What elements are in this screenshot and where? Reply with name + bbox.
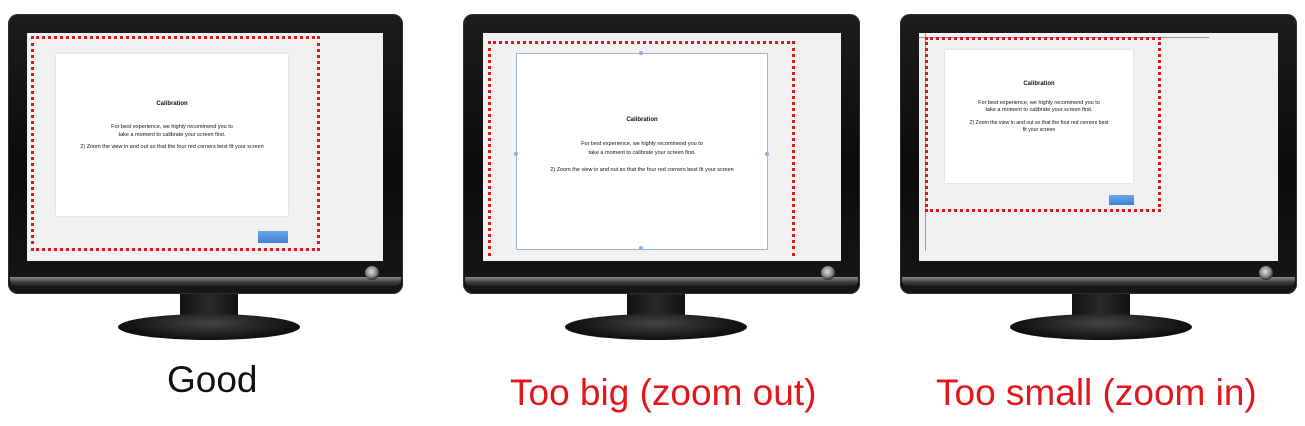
monitor-screen: Calibration For best experience, we high… <box>919 33 1278 261</box>
dialog-text-line-3a: 2) Zoom the view in and out so that the … <box>969 120 1109 126</box>
monitor-bottom-strip <box>465 277 858 286</box>
dialog-text-line-2: take a moment to calibrate your screen f… <box>118 132 226 138</box>
dialog-title: Calibration <box>626 117 658 123</box>
caption-too-big: Too big (zoom out) <box>510 372 817 413</box>
continue-button[interactable] <box>258 231 288 243</box>
power-button-icon <box>1259 266 1273 280</box>
dialog-text-line-2: take a moment to calibrate your screen f… <box>985 107 1093 113</box>
continue-button[interactable] <box>1109 195 1134 205</box>
calibration-dialog: Calibration For best experience, we high… <box>56 54 288 216</box>
resize-handle-left[interactable] <box>514 152 518 156</box>
dialog-text-line-3: 2) Zoom the view in and out so that the … <box>550 167 734 173</box>
power-button-icon <box>365 266 379 280</box>
red-corner-border <box>925 37 1161 212</box>
dialog-text-line-2: take a moment to calibrate your screen f… <box>588 150 696 156</box>
dialog-text-line-1: For best experience, we highly recommend… <box>111 124 233 130</box>
power-button-icon <box>821 266 835 280</box>
red-corner-border <box>31 36 320 251</box>
monitor-screen: Calibration For best experience, we high… <box>483 33 841 261</box>
monitor-bottom-strip <box>10 277 401 286</box>
dialog-text-line-1: For best experience, we highly recommend… <box>581 141 703 147</box>
caption-good: Good <box>167 359 258 400</box>
monitor-base <box>565 314 747 340</box>
dialog-title: Calibration <box>156 101 188 107</box>
monitor-bottom-strip <box>902 277 1295 286</box>
caption-too-small: Too small (zoom in) <box>936 372 1257 413</box>
dialog-text-line-3: 2) Zoom the view in and out so that the … <box>80 144 264 150</box>
dialog-text-line-1: For best experience, we highly recommend… <box>978 100 1100 106</box>
dialog-title: Calibration <box>1023 81 1055 87</box>
monitor-base <box>118 314 300 340</box>
red-corner-border <box>488 41 795 256</box>
resize-handle-top[interactable] <box>639 51 643 55</box>
resize-handle-bottom[interactable] <box>639 246 643 250</box>
resize-handle-right[interactable] <box>765 152 769 156</box>
calibration-dialog: Calibration For best experience, we high… <box>945 50 1133 183</box>
monitor-screen: Calibration For best experience, we high… <box>27 33 383 261</box>
monitor-base <box>1010 314 1192 340</box>
dialog-text-line-3b: fit your screen <box>1022 127 1056 133</box>
